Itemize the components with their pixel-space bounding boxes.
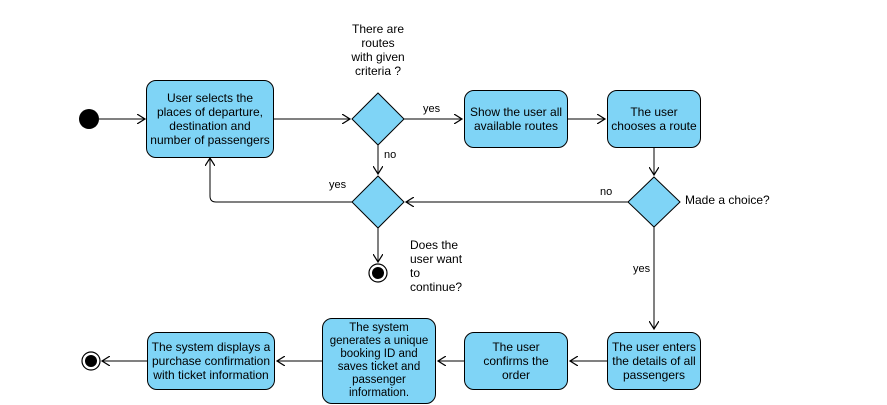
edge-label-choice-no: no xyxy=(600,186,613,198)
label-made-choice: Made a choice? xyxy=(685,193,770,207)
node-choose-route: The user chooses a route xyxy=(607,90,701,148)
decision-made-choice xyxy=(627,176,681,228)
label-want-continue: Does the user want to continue? xyxy=(410,238,463,294)
edge-label-routes-yes: yes xyxy=(423,103,441,115)
start-node xyxy=(79,109,99,129)
node-select-places: User selects the places of departure, de… xyxy=(146,80,274,158)
node-show-routes: Show the user all available routes xyxy=(464,90,568,148)
edge-label-continue-yes: yes xyxy=(329,179,347,191)
end-node-final xyxy=(81,351,101,371)
edge-label-choice-yes: yes xyxy=(633,263,651,275)
end-node-continue xyxy=(368,263,388,283)
node-display-confirmation: The system displays a purchase confirmat… xyxy=(147,332,275,390)
node-confirm-order: The user confirms the order xyxy=(464,332,568,390)
node-generate-booking: The system generates a unique booking ID… xyxy=(322,318,436,404)
decision-want-continue xyxy=(351,175,405,229)
decision-routes-exist xyxy=(351,92,405,146)
node-enter-details: The user enters the details of all passe… xyxy=(607,332,701,390)
edge-continue-yes xyxy=(210,158,352,203)
label-routes-exist: There are routes with given criteria ? xyxy=(351,22,405,78)
edge-label-routes-no: no xyxy=(384,149,397,161)
